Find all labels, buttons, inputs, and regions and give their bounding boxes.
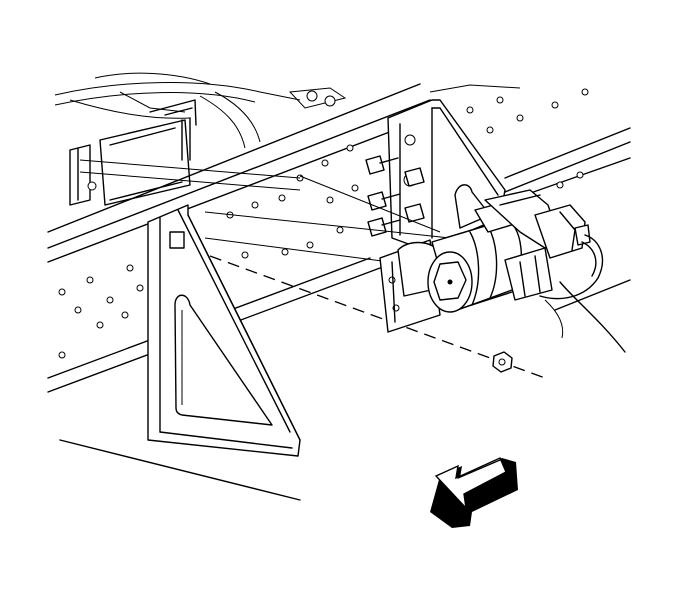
frame-hanger-bracket [69,99,301,206]
frame-holes [58,88,589,359]
upper-body-structure [54,72,521,149]
arrow-icon [430,457,518,528]
frame-rail [47,83,631,501]
mounting-bolts [365,155,425,237]
motor-assembly [379,189,626,353]
front-triangular-bracket [147,204,301,457]
bolt-upper [365,155,399,175]
retaining-nut [492,351,513,373]
bolt-lower [367,217,401,237]
alignment-lines [204,175,546,379]
